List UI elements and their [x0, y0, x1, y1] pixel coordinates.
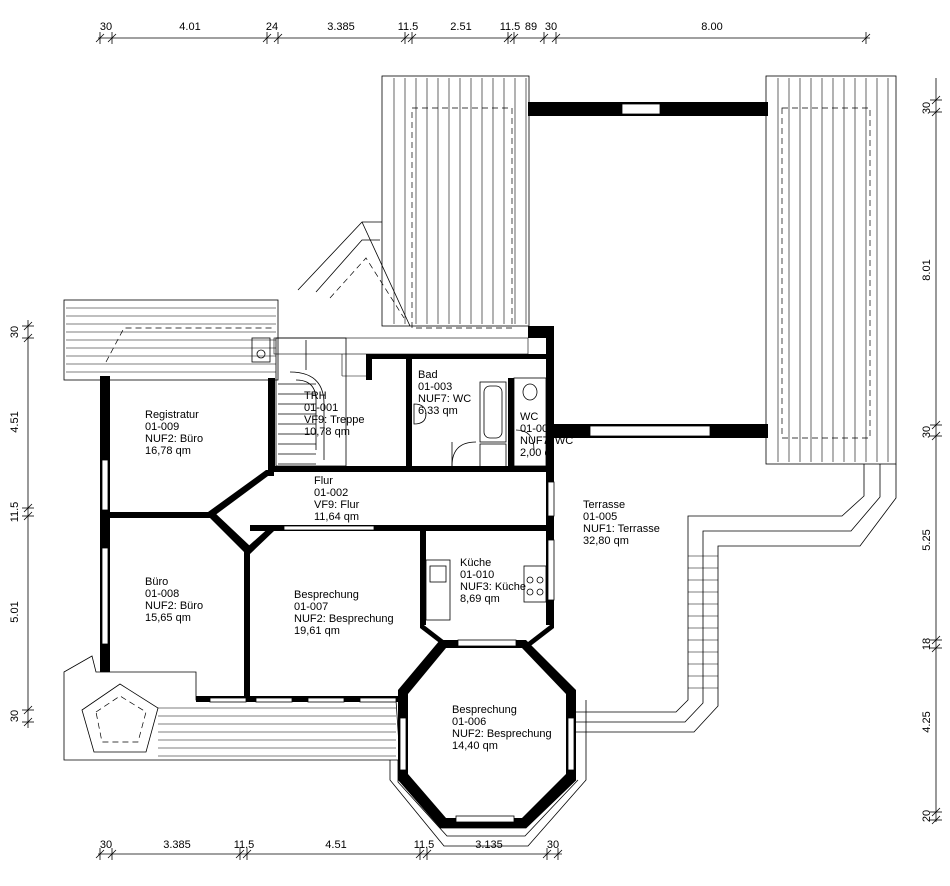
- dim-top-0: 30: [100, 21, 112, 33]
- dim-top-6: 11.5: [500, 21, 521, 33]
- dimension-labels-right: 30 8.01 30 5.25 18 4.25 20: [921, 102, 933, 822]
- room-label-trh: TRH 01-001 VF9: Treppe 10,78 qm: [304, 390, 368, 438]
- roof-valley: [297, 221, 411, 327]
- dim-top-8: 30: [545, 21, 557, 33]
- wc-fixtures: [513, 377, 547, 467]
- dim-top-3: 3.385: [327, 21, 355, 33]
- octagon-parapet: [389, 700, 587, 847]
- dim-right-5: 4.25: [921, 711, 933, 732]
- room-label-kueche: Küche 01-010 NUF3: Küche 8,69 qm: [460, 557, 529, 605]
- dim-left-3: 5.01: [9, 601, 21, 622]
- terrace-parapet: [574, 464, 897, 733]
- dim-right-1: 8.01: [921, 259, 933, 280]
- roof-top-middle: [381, 75, 530, 329]
- dim-bottom-0: 30: [100, 839, 112, 851]
- dim-bottom-1: 3.385: [163, 839, 191, 851]
- dim-top-5: 2.51: [450, 21, 471, 33]
- kitchen-fixtures: [425, 559, 547, 621]
- dim-top-1: 4.01: [179, 21, 200, 33]
- dim-left-4: 30: [9, 710, 21, 722]
- bath-fixtures: [413, 381, 507, 469]
- room-label-terrasse: Terrasse 01-005 NUF1: Terrasse 32,80 qm: [583, 499, 663, 547]
- registratur-fixture: [251, 337, 271, 363]
- dim-left-1: 4.51: [9, 411, 21, 432]
- room-label-bad: Bad 01-003 NUF7: WC 6,33 qm: [418, 369, 474, 417]
- room-label-flur: Flur 01-002 VF9: Flur 11,64 qm: [314, 475, 362, 523]
- dim-top-4: 11.5: [398, 21, 419, 33]
- dim-top-7: 89: [525, 21, 537, 33]
- room-label-wc: WC 01-00 NUF7: WC 2,00 q: [520, 411, 576, 459]
- walls: [100, 102, 768, 828]
- dimension-labels-top: 30 4.01 24 3.385 11.5 2.51 11.5 89 30 8.…: [100, 21, 723, 33]
- dim-right-2: 30: [921, 426, 933, 438]
- dim-right-6: 20: [921, 810, 933, 822]
- dim-bottom-6: 30: [547, 839, 559, 851]
- dimension-labels-left: 30 4.51 11.5 5.01 30: [9, 326, 21, 722]
- roof-left: [63, 299, 279, 381]
- dim-right-4: 18: [921, 638, 933, 650]
- dim-bottom-5: 3.135: [475, 839, 503, 851]
- windows: [101, 103, 711, 823]
- dim-top-2: 24: [266, 21, 278, 33]
- dim-top-9: 8.00: [701, 21, 722, 33]
- dim-bottom-4: 11.5: [414, 839, 435, 851]
- roof-bottom-left: [63, 655, 401, 761]
- stair: [275, 337, 347, 467]
- dim-right-3: 5.25: [921, 529, 933, 550]
- dimension-chains: [27, 37, 937, 855]
- room-label-registratur: Registratur 01-009 NUF2: Büro 16,78 qm: [145, 409, 206, 457]
- room-label-besprechung-006: Besprechung 01-006 NUF2: Besprechung 14,…: [452, 704, 555, 752]
- corridor-ceiling-lines: [273, 337, 529, 377]
- dimension-labels-bottom: 30 3.385 11.5 4.51 11.5 3.135 30: [100, 839, 559, 851]
- dim-bottom-2: 11.5: [234, 839, 255, 851]
- dim-left-0: 30: [9, 326, 21, 338]
- dimension-ticks: [22, 32, 942, 860]
- dim-bottom-3: 4.51: [325, 839, 346, 851]
- room-label-besprechung-007: Besprechung 01-007 NUF2: Besprechung 19,…: [294, 589, 397, 637]
- dim-right-0: 30: [921, 102, 933, 114]
- room-labels: Registratur 01-009 NUF2: Büro 16,78 qm T…: [145, 369, 663, 752]
- roof-top-right: [765, 75, 897, 465]
- dim-left-2: 11.5: [9, 502, 21, 523]
- room-label-buero: Büro 01-008 NUF2: Büro 15,65 qm: [145, 576, 206, 624]
